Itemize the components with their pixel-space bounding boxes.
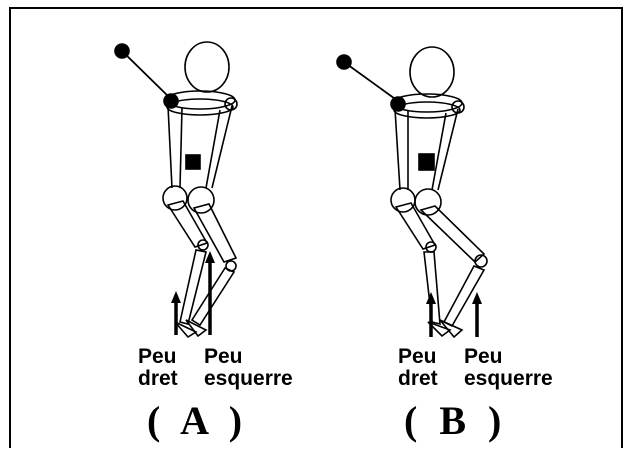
thigh-right-b: [419, 205, 486, 264]
right-foot-label-b: Peu dret: [398, 345, 438, 390]
panel-label-a: ( A ): [147, 398, 249, 443]
shin-left-a: [190, 266, 236, 327]
hands-b: [390, 96, 406, 112]
thigh-right-a: [192, 203, 238, 263]
golf-club-shaft-a: [121, 50, 171, 99]
hip-right-a: [187, 186, 215, 214]
foot-right-b: [427, 321, 452, 338]
golf-club-shaft-b: [343, 61, 399, 102]
left-foot-label-a: Peu esquerre: [204, 345, 293, 390]
hands-a: [163, 93, 179, 109]
shin-right-a: [179, 249, 207, 325]
foot-left-b: [439, 319, 464, 339]
hip-left-a: [162, 185, 188, 211]
head-a: [184, 41, 230, 93]
hip-left-b: [390, 187, 416, 213]
skeleton-figure-a: [114, 41, 238, 339]
club-head-a: [114, 43, 130, 59]
center-of-mass-a: [185, 154, 201, 170]
center-of-mass-b: [418, 153, 435, 171]
left-foot-label-b: Peu esquerre: [464, 345, 553, 390]
foot-right-a: [174, 321, 198, 339]
right-foot-label-a: Peu dret: [138, 345, 178, 390]
club-head-b: [336, 54, 352, 70]
skeleton-figure-b: [336, 46, 488, 339]
hip-right-b: [414, 188, 442, 216]
shoulder-joint-b: [451, 100, 465, 114]
panel-label-b: ( B ): [404, 398, 508, 443]
head-b: [409, 46, 455, 98]
figure-frame: [9, 7, 623, 448]
foot-left-a: [185, 319, 208, 338]
